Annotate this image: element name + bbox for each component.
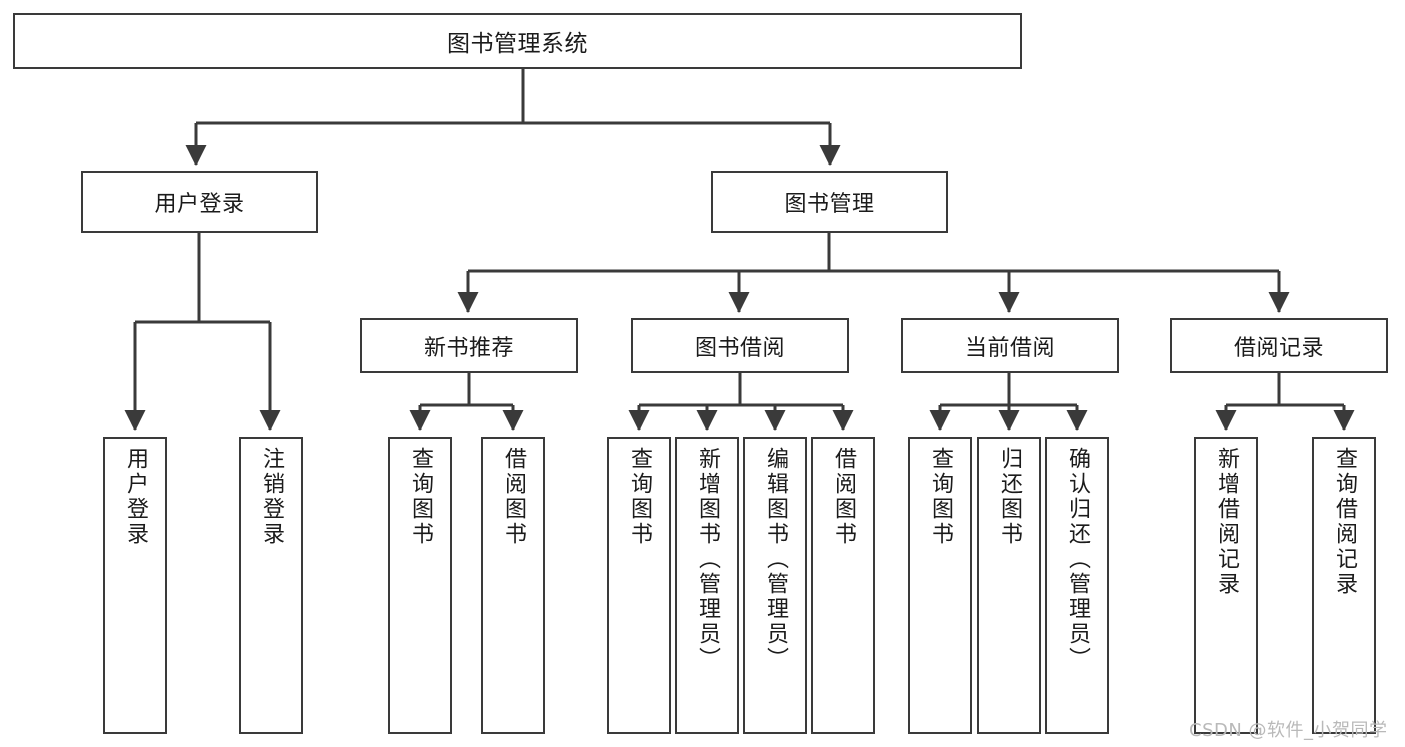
node-label: 当前借阅 xyxy=(964,335,1055,361)
node-label: 确认归还（管理员） xyxy=(1065,447,1090,672)
leaf-book-borrow-query[interactable]: 查询图书 xyxy=(607,437,671,734)
node-book-borrow[interactable]: 图书借阅 xyxy=(631,318,849,373)
node-label: 编辑图书（管理员） xyxy=(763,447,788,672)
leaf-book-borrow-add[interactable]: 新增图书（管理员） xyxy=(675,437,739,734)
node-label: 新书推荐 xyxy=(423,335,514,361)
node-label: 归还图书 xyxy=(997,447,1022,547)
node-label: 借阅图书 xyxy=(501,447,526,547)
node-user-login[interactable]: 用户登录 xyxy=(81,171,318,233)
leaf-book-borrow-edit[interactable]: 编辑图书（管理员） xyxy=(743,437,807,734)
node-label: 查询图书 xyxy=(928,447,953,547)
node-label: 查询图书 xyxy=(408,447,433,547)
leaf-new-book-query[interactable]: 查询图书 xyxy=(388,437,452,734)
node-label: 新增借阅记录 xyxy=(1214,447,1239,597)
leaf-current-borrow-confirm-return[interactable]: 确认归还（管理员） xyxy=(1045,437,1109,734)
leaf-new-book-borrow[interactable]: 借阅图书 xyxy=(481,437,545,734)
node-label: 查询图书 xyxy=(627,447,652,547)
leaf-borrow-record-query[interactable]: 查询借阅记录 xyxy=(1312,437,1376,734)
node-label: 图书管理系统 xyxy=(447,31,588,57)
node-borrow-record[interactable]: 借阅记录 xyxy=(1170,318,1388,373)
leaf-user-login-logout[interactable]: 注销登录 xyxy=(239,437,303,734)
node-label: 图书借阅 xyxy=(694,335,785,361)
node-label: 查询借阅记录 xyxy=(1332,447,1357,597)
node-label: 注销登录 xyxy=(259,447,284,547)
node-root-book-management-system[interactable]: 图书管理系统 xyxy=(13,13,1022,69)
node-label: 借阅记录 xyxy=(1233,335,1324,361)
csdn-watermark: CSDN @软件_小贺同学 xyxy=(1189,720,1388,741)
node-label: 用户登录 xyxy=(123,447,148,547)
node-label: 借阅图书 xyxy=(831,447,856,547)
leaf-current-borrow-query[interactable]: 查询图书 xyxy=(908,437,972,734)
node-label: 图书管理 xyxy=(784,192,875,217)
node-label: 新增图书（管理员） xyxy=(695,447,720,672)
node-new-book-recommend[interactable]: 新书推荐 xyxy=(360,318,578,373)
leaf-borrow-record-add[interactable]: 新增借阅记录 xyxy=(1194,437,1258,734)
leaf-book-borrow-borrow[interactable]: 借阅图书 xyxy=(811,437,875,734)
leaf-current-borrow-return[interactable]: 归还图书 xyxy=(977,437,1041,734)
node-current-borrow[interactable]: 当前借阅 xyxy=(901,318,1119,373)
node-book-management[interactable]: 图书管理 xyxy=(711,171,948,233)
leaf-user-login-login[interactable]: 用户登录 xyxy=(103,437,167,734)
node-label: 用户登录 xyxy=(154,192,245,217)
